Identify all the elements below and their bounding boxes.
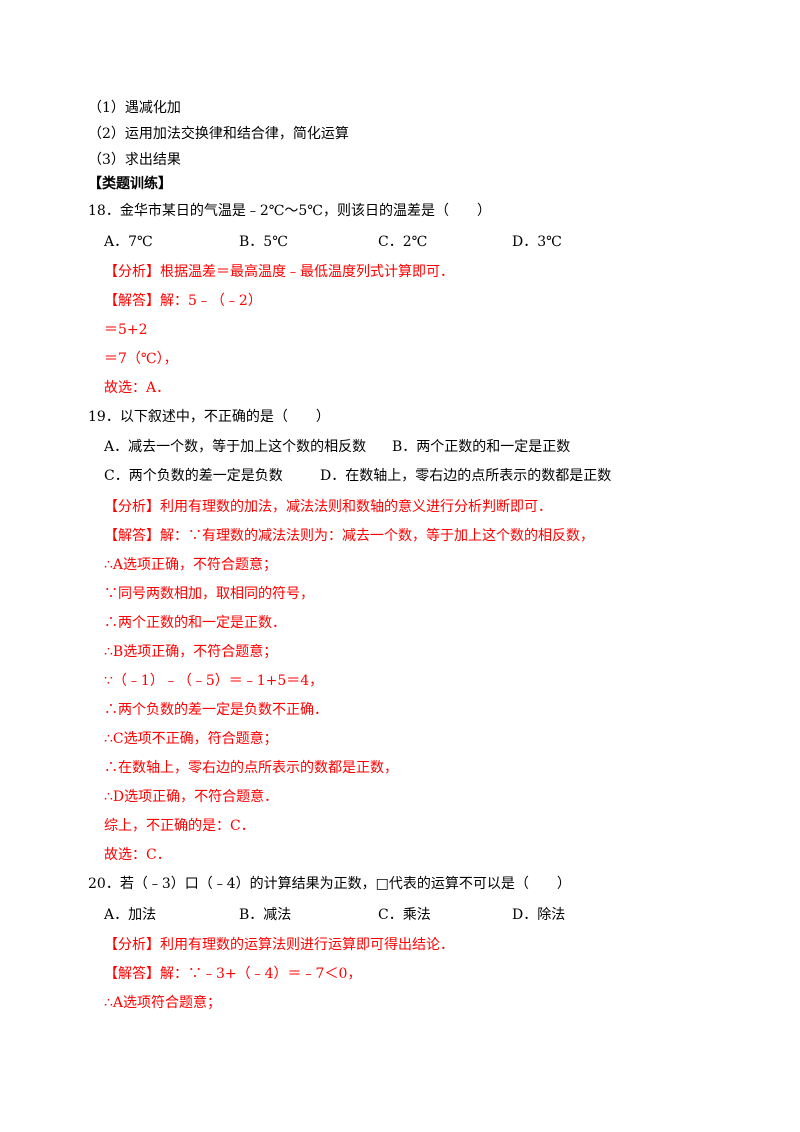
q19-solution-line: ∵同号两数相加，取相同的符号， [104, 586, 314, 602]
q19-solution-line: ∴两个正数的和一定是正数． [104, 615, 286, 631]
q19-solution-line: 综上，不正确的是：C． [104, 818, 255, 834]
q18-analysis: 【分析】根据温差＝最高温度﹣最低温度列式计算即可． [104, 264, 454, 280]
q19-solution-line: 【解答】解：∵有理数的减法法则为：减去一个数，等于加上这个数的相反数， [104, 528, 594, 544]
step-1: （1）遇减化加 [88, 100, 181, 116]
q19-option-b: B．两个正数的和一定是正数 [392, 439, 571, 455]
q18-solution-line: 故选：A． [104, 380, 171, 396]
step-2: （2）运用加法交换律和结合律，简化运算 [88, 126, 349, 142]
q19-solution-line: ∴D选项正确，不符合题意． [104, 789, 279, 805]
q19-solution-line: ∴A选项正确，不符合题意； [104, 557, 278, 573]
q20-option-c: C．乘法 [378, 907, 431, 923]
q19-option-c: C．两个负数的差一定是负数 [104, 468, 283, 484]
q19-solution-line: 故选：C． [104, 847, 171, 863]
q20-analysis: 【分析】利用有理数的运算法则进行运算即可得出结论． [104, 937, 454, 953]
q19-options-row-2: C．两个负数的差一定是负数 D．在数轴上，零右边的点所表示的数都是正数 [104, 466, 704, 486]
q19-solution-line: ∴两个负数的差一定是负数不正确． [104, 702, 328, 718]
q20-options: A．加法 B．减法 C．乘法 D．除法 [104, 905, 704, 925]
q19-solution-line: ∴在数轴上，零右边的点所表示的数都是正数， [104, 760, 398, 776]
q18-option-c: C．2℃ [378, 234, 428, 250]
q20-option-b: B．减法 [239, 907, 292, 923]
q18-stem: 18．金华市某日的气温是﹣2℃～5℃，则该日的温差是（ ） [88, 203, 491, 219]
q20-option-a: A．加法 [104, 907, 157, 923]
q19-solution-line: ∵（﹣1）﹣（﹣5）＝﹣1+5＝4， [104, 673, 324, 689]
q19-analysis: 【分析】利用有理数的加法，减法法则和数轴的意义进行分析判断即可． [104, 499, 552, 515]
q19-solution-line: ∴B选项正确，不符合题意； [104, 644, 278, 660]
q18-solution-line: 【解答】解：5﹣（﹣2） [104, 293, 262, 309]
q18-option-a: A．7℃ [104, 234, 153, 250]
q20-solution-line: ∴A选项符合题意； [104, 995, 222, 1011]
q19-option-a: A．减去一个数，等于加上这个数的相反数 [104, 439, 367, 455]
q18-solution-line: ＝7（℃）， [104, 351, 178, 367]
q20-stem: 20．若（﹣3）口（﹣4）的计算结果为正数，□代表的运算不可以是（ ） [88, 876, 571, 892]
step-3: （3）求出结果 [88, 152, 181, 168]
q19-stem: 19．以下叙述中，不正确的是（ ） [88, 409, 330, 425]
q19-solution-line: ∴C选项不正确，符合题意； [104, 731, 278, 747]
q18-option-d: D．3℃ [512, 234, 562, 250]
q18-options: A．7℃ B．5℃ C．2℃ D．3℃ [104, 232, 704, 252]
q20-solution-line: 【解答】解：∵﹣3+（﹣4）＝﹣7＜0， [104, 966, 362, 982]
q19-option-d: D．在数轴上，零右边的点所表示的数都是正数 [320, 468, 612, 484]
q18-solution-line: ＝5+2 [104, 322, 148, 338]
section-title: 【类题训练】 [88, 176, 172, 192]
q19-options-row-1: A．减去一个数，等于加上这个数的相反数 B．两个正数的和一定是正数 [104, 437, 704, 457]
q20-option-d: D．除法 [512, 907, 566, 923]
q18-option-b: B．5℃ [239, 234, 288, 250]
